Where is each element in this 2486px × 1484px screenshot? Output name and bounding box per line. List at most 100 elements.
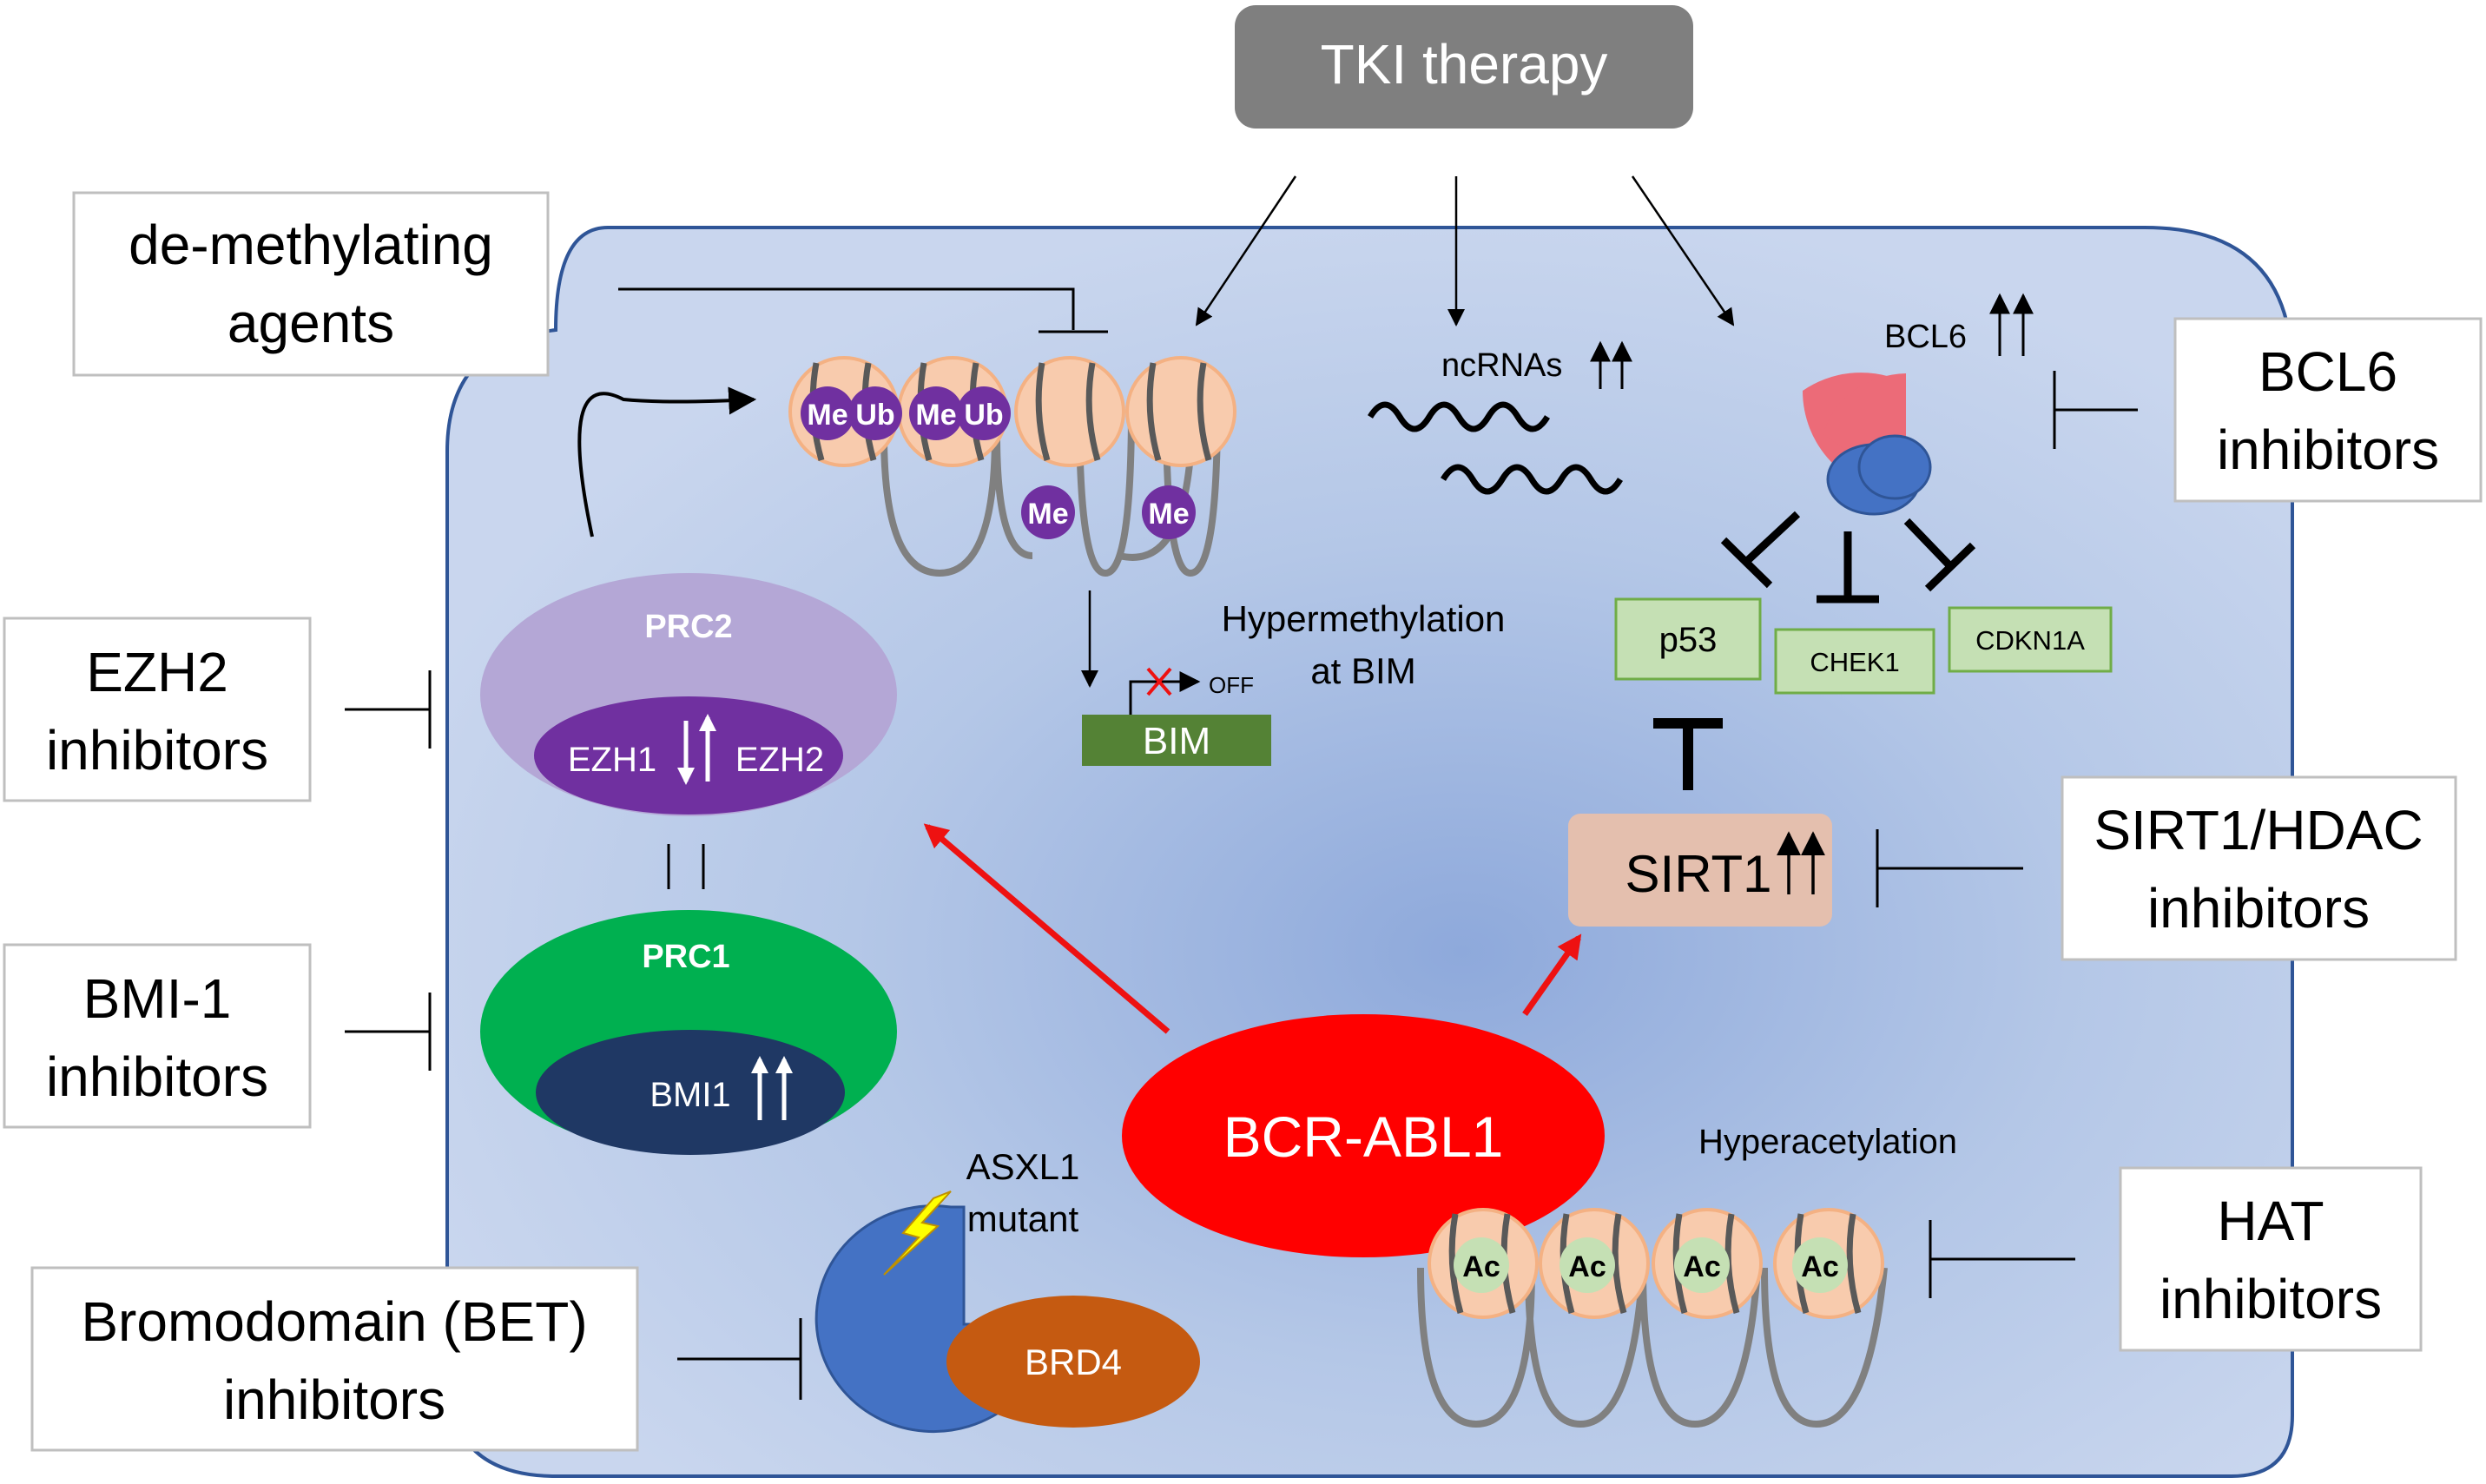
- methyl-mark: Me: [1021, 485, 1075, 539]
- tki-arrow-bcl6: [1631, 175, 1735, 326]
- bcl6-inhibits-cdkn1a: [1903, 518, 1976, 592]
- bcrabl-to-sirt1-arrow: [1522, 933, 1582, 1017]
- bet-inhibitors-line1: Bromodomain (BET): [81, 1290, 587, 1353]
- sirt1-hdac-inhibitors-box: [2061, 775, 2457, 961]
- bcrabl-to-prc2-arrow: [923, 823, 1170, 1034]
- inhibition-bmi1: [345, 993, 432, 1071]
- sirt1-inhibits-p53: [1653, 718, 1723, 790]
- rna-strand-icon: [1441, 464, 1623, 495]
- hypermethylation-line2: at BIM: [1310, 650, 1415, 691]
- prc1-complex: PRC1 BMI1: [480, 910, 897, 1155]
- mutation-lightning-icon: [883, 1190, 952, 1276]
- brd4-label: BRD4: [1025, 1342, 1122, 1382]
- acetyl-label: Ac: [1568, 1250, 1606, 1283]
- bcl6: BCL6: [1802, 293, 2034, 516]
- acetyl-label: Ac: [1683, 1250, 1720, 1283]
- bmi1-up-arrows-icon: [751, 1056, 793, 1120]
- mod-label: Ub: [855, 399, 894, 432]
- mod-label: Me: [1148, 498, 1189, 531]
- ezh2-inhibitors: EZH2 inhibitors: [3, 617, 312, 802]
- demethylating-agents-line1: de-methylating: [129, 214, 493, 276]
- bim-off-label: OFF: [1209, 672, 1254, 698]
- sirt1-hdac-inhibitors-line2: inhibitors: [2147, 877, 2370, 940]
- bmi1-inhibitors-line1: BMI-1: [83, 967, 232, 1030]
- acetyl-label: Ac: [1462, 1250, 1500, 1283]
- bcl6-inhibitors-box: [2173, 317, 2483, 503]
- rna-strand-icon: [1368, 401, 1550, 432]
- inhibition-hat: [1929, 1220, 2075, 1298]
- ubiquitin-mark: Ub: [957, 386, 1011, 440]
- hypermethylation-line1: Hypermethylation: [1222, 598, 1506, 639]
- bmi1-label: BMI1: [650, 1076, 730, 1114]
- cdkn1a-box-group: CDKN1A: [1948, 606, 2113, 673]
- bmi1-inhibitors-box: [3, 943, 312, 1129]
- mod-label: Me: [915, 399, 956, 432]
- nucleosome: [1125, 356, 1236, 467]
- cdkn1a-box: [1948, 606, 2113, 673]
- prc2-label: PRC2: [644, 609, 732, 645]
- dna-loops: [1417, 1267, 1888, 1428]
- sirt1-hdac-inhibitors: SIRT1/HDAC inhibitors: [2061, 775, 2457, 961]
- bcl6-inhibitors-line1: BCL6: [2259, 340, 2397, 403]
- cdkn1a-label: CDKN1A: [1975, 625, 2085, 656]
- ezh2-label: EZH2: [735, 741, 824, 779]
- inhibition-bcl6: [2053, 371, 2138, 449]
- ezh2-inhibitors-line1: EZH2: [86, 641, 228, 703]
- inhibition-sirt1: [1876, 829, 2023, 907]
- p53-box-group: p53: [1614, 597, 1762, 681]
- prc2-inner: [534, 696, 843, 815]
- bet-inhibitors-box: [30, 1266, 639, 1452]
- ubiquitin-mark: Ub: [848, 386, 902, 440]
- inhibition-ezh2: [345, 670, 432, 749]
- bim-box: [1082, 715, 1271, 766]
- cell-body: [445, 226, 2294, 1478]
- bcr-abl1-label: BCR-ABL1: [1223, 1105, 1504, 1169]
- p53-label: p53: [1659, 621, 1718, 659]
- p53-box: [1614, 597, 1762, 681]
- promoter-arrow: [1129, 671, 1201, 715]
- acetyl-mark: Ac: [1792, 1237, 1848, 1293]
- bcl6-inhibits-p53: [1720, 511, 1801, 589]
- brd4-oval: [946, 1296, 1200, 1428]
- tki-arrow-chromatin: [1195, 175, 1297, 326]
- demethylating-agents-line2: agents: [227, 292, 394, 354]
- brd4: BRD4: [946, 1296, 1200, 1428]
- methyl-mark: Me: [801, 386, 854, 440]
- asxl1-line1: ASXL1: [966, 1146, 1080, 1187]
- methyl-mark: Me: [1142, 485, 1196, 539]
- bcl6-subunit: [1857, 434, 1932, 500]
- chek1-label: CHEK1: [1810, 647, 1899, 677]
- acetyl-label: Ac: [1801, 1250, 1838, 1283]
- ezh-switch-arrows-icon: [677, 714, 716, 785]
- ezh1-label: EZH1: [568, 741, 656, 779]
- mod-label: Me: [1027, 498, 1068, 531]
- ezh2-inhibitors-box: [3, 617, 312, 802]
- bcr-abl1-oval: [1122, 1014, 1605, 1257]
- sirt1-label: SIRT1: [1625, 845, 1772, 903]
- off-cross-icon: [1146, 667, 1172, 696]
- inhibition-bet: [677, 1318, 802, 1400]
- demethylating-agents-box: [72, 191, 550, 377]
- prc-link: [667, 844, 705, 889]
- methylated-chromatin: Me Ub Me Ub Me Me: [788, 356, 1236, 577]
- bmi1-inhibitors: BMI-1 inhibitors: [3, 943, 312, 1129]
- bcr-abl1: BCR-ABL1: [1122, 1014, 1605, 1257]
- nucleosome: [1014, 356, 1125, 467]
- hat-inhibitors-line2: inhibitors: [2160, 1268, 2382, 1330]
- bim-gene: BIM OFF: [1082, 667, 1271, 766]
- hat-inhibitors: HAT inhibitors: [2119, 1166, 2423, 1352]
- chek1-box-group: CHEK1: [1774, 628, 1935, 695]
- methyl-mark: Me: [909, 386, 963, 440]
- hat-inhibitors-box: [2119, 1166, 2423, 1352]
- prc2-to-chromatin-arrow: [577, 386, 757, 538]
- sirt1-box: [1568, 814, 1832, 927]
- acetyl-mark: Ac: [1560, 1237, 1615, 1293]
- bcl6-inhibitors-line2: inhibitors: [2217, 419, 2439, 481]
- asxl1-line2: mutant: [967, 1198, 1079, 1239]
- bet-inhibitors: Bromodomain (BET) inhibitors: [30, 1266, 639, 1452]
- prc1-label: PRC1: [642, 939, 729, 975]
- bim-label: BIM: [1143, 720, 1210, 762]
- acetyl-mark: Ac: [1674, 1237, 1730, 1293]
- hat-inhibitors-line1: HAT: [2217, 1190, 2324, 1252]
